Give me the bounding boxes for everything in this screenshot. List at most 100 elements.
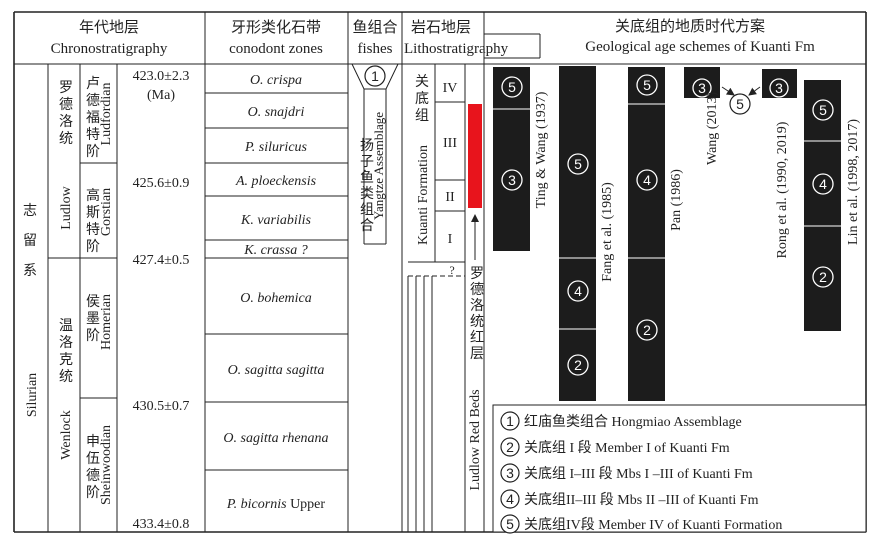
chrono-header-cn: 年代地层 [79, 19, 139, 36]
litho-column: 关 底 组 Kuanti Formation IV III II I ? 罗 德… [407, 64, 484, 532]
fish-cn-5: 组 [360, 202, 374, 218]
zone-sagitta-sagitta: O. sagitta sagitta [228, 363, 325, 378]
chrono-header-en: Chronostratigraphy [51, 41, 168, 57]
scheme-member: 2 [643, 322, 651, 338]
zone-siluricus: P. siluricus [244, 140, 308, 155]
stage-gorstian-cn-4: 阶 [86, 239, 100, 255]
column-headers: 年代地层 Chronostratigraphy 牙形类化石带 conodont … [51, 17, 815, 57]
scheme-pan: 5 4 2 Pan (1986) [628, 67, 684, 401]
zone-variabilis: K. variabilis [240, 213, 312, 228]
system-cell: 志 留 系 Silurian [23, 203, 40, 417]
zone-bohemica: O. bohemica [240, 291, 312, 306]
fish-number: 1 [371, 68, 379, 84]
legend-text: 关底组IV段 Member IV of Kuanti Formation [524, 517, 782, 533]
scheme-member: 3 [698, 80, 706, 96]
legend-item: 1 红庙鱼类组合 Hongmiao Assemblage [500, 411, 742, 431]
legend-number: 5 [506, 516, 514, 532]
stage-homerian-cn-2: 墨 [86, 312, 100, 327]
redbeds-cn-4: 统 [470, 314, 484, 330]
scheme-author: Fang et al. (1985) [600, 182, 615, 282]
series-cells: 罗 德 洛 统 Ludlow 温 洛 克 统 Wenlock [59, 81, 74, 460]
stage-ludfordian-cn-2: 德 [86, 93, 100, 109]
legend-text: 关底组II–III 段 Mbs II –III of Kuanti Fm [524, 492, 759, 508]
scheme-member: 5 [736, 96, 744, 112]
scheme-bar [762, 69, 797, 98]
zone-bicornis: P. bicornis Upper [226, 497, 325, 512]
series-ludlow-cn-2: 德 [59, 97, 73, 113]
stage-ludfordian-en: Ludfordian [99, 83, 114, 146]
system-cn-2: 留 [23, 233, 37, 249]
stage-homerian-cn-3: 阶 [86, 328, 100, 344]
scheme-fang: 5 4 2 Fang et al. (1985) [559, 66, 615, 401]
scheme-bar [559, 66, 596, 401]
member-iv: IV [443, 81, 458, 96]
scheme-author: Lin et al. (1998, 2017) [846, 119, 861, 245]
scheme-ting-wang: 5 3 Ting & Wang (1937) [493, 67, 549, 251]
scheme-bar [628, 67, 665, 401]
stage-gorstian-cn-1: 高 [86, 187, 100, 204]
scheme-wang: 3 5 Wang (2013) [684, 67, 761, 165]
series-ludlow-cn-3: 洛 [59, 114, 73, 130]
cono-header-en: conodont zones [229, 41, 323, 57]
scheme-bar [684, 67, 720, 98]
stage-gorstian-cn-3: 特 [86, 222, 100, 238]
fish-cn-1: 扬 [360, 138, 374, 154]
stage-homerian-en: Homerian [99, 294, 114, 350]
scheme-member: 2 [574, 357, 582, 373]
member-iii: III [443, 136, 457, 151]
fish-column: 1 扬 子 鱼 类 组 合 Yangtze Assemblage [351, 63, 399, 245]
litho-question: ? [449, 263, 454, 277]
formation-cn-2: 底 [415, 91, 429, 107]
system-cn-1: 志 [23, 203, 37, 219]
stage-homerian-cn-1: 侯 [86, 294, 100, 310]
series-wenlock-cn-1: 温 [59, 318, 73, 334]
system-en: Silurian [25, 373, 40, 417]
red-beds-bar [468, 104, 482, 208]
legend-number: 1 [506, 413, 514, 429]
scheme-member: 5 [819, 102, 827, 118]
schemes-header-en: Geological age schemes of Kuanti Fm [585, 39, 815, 55]
legend-number: 3 [506, 465, 514, 481]
age-425: 425.6±0.9 [133, 176, 190, 191]
zone-crispa: O. crispa [250, 73, 302, 88]
redbeds-cn-2: 德 [470, 282, 484, 298]
age-labels: 423.0±2.3 (Ma) 425.6±0.9 427.4±0.5 430.5… [133, 69, 190, 532]
legend-item: 4 关底组II–III 段 Mbs II –III of Kuanti Fm [500, 489, 759, 509]
series-wenlock-cn-3: 克 [59, 352, 73, 368]
formation-cn-3: 组 [415, 108, 429, 124]
scheme-rong: 3 Rong et al. (1990, 2019) [762, 69, 797, 258]
scheme-lin: 5 4 2 Lin et al. (1998, 2017) [804, 80, 861, 331]
series-wenlock-cn-4: 统 [59, 369, 73, 385]
age-423: 423.0±2.3 [133, 69, 190, 84]
stage-sheinwoodian-cn-1: 申 [86, 434, 100, 450]
zone-snajdri: O. snajdri [248, 105, 305, 120]
scheme-author: Wang (2013) [705, 92, 720, 165]
legend-number: 2 [506, 439, 514, 455]
scheme-author: Rong et al. (1990, 2019) [775, 121, 790, 258]
scheme-member: 4 [819, 176, 827, 192]
stage-gorstian-cn-2: 斯 [86, 205, 100, 221]
stage-ludfordian-cn-3: 福 [86, 110, 100, 126]
scheme-member: 5 [574, 156, 582, 172]
conodont-zones: O. crispa O. snajdri P. siluricus A. plo… [223, 73, 328, 512]
stage-gorstian-en: Gorstian [99, 188, 114, 236]
fish-cn-3: 鱼 [360, 169, 374, 186]
series-wenlock-cn-2: 洛 [59, 335, 73, 351]
stage-cells: 卢 德 福 特 阶 Ludfordian 高 斯 特 阶 Gorstian 侯 … [86, 76, 114, 505]
age-430: 430.5±0.7 [133, 399, 190, 414]
member-ii: II [445, 190, 455, 205]
legend-text: 红庙鱼类组合 Hongmiao Assemblage [524, 413, 742, 430]
age-unit: (Ma) [147, 88, 175, 103]
series-ludlow-en: Ludlow [59, 185, 74, 229]
series-wenlock-en: Wenlock [59, 410, 74, 459]
redbeds-cn-5: 红 [470, 330, 484, 346]
scheme-member: 5 [508, 79, 516, 95]
legend-text: 关底组 I–III 段 Mbs I –III of Kuanti Fm [524, 466, 753, 482]
age-427: 427.4±0.5 [133, 253, 190, 268]
redbeds-en: Ludlow Red Beds [468, 389, 483, 490]
stage-ludfordian-cn-5: 阶 [86, 144, 100, 160]
scheme-member: 3 [508, 172, 516, 188]
system-cn-3: 系 [23, 263, 37, 279]
schemes-header-cn: 关底组的地质时代方案 [615, 17, 765, 35]
stage-sheinwoodian-cn-3: 德 [86, 468, 100, 484]
